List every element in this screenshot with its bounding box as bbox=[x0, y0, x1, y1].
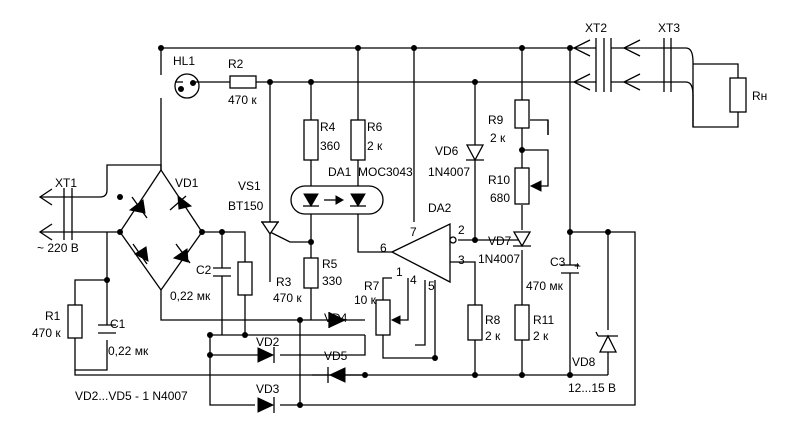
vd6-label: VD6 bbox=[435, 144, 459, 158]
r11-value: 2 к bbox=[533, 329, 549, 343]
r10-trimmer bbox=[514, 150, 549, 205]
r2-resistor bbox=[229, 75, 257, 89]
r1-resistor bbox=[67, 304, 83, 339]
r4-label: R4 bbox=[320, 120, 336, 134]
xt2-label: XT2 bbox=[585, 21, 607, 35]
c1-label: C1 bbox=[110, 317, 126, 331]
pin2-label: 2 bbox=[458, 223, 465, 237]
vd5-diode bbox=[327, 367, 365, 383]
pin3-label: 3 bbox=[458, 253, 465, 267]
r5-label: R5 bbox=[322, 257, 338, 271]
pin1-label: 1 bbox=[396, 265, 403, 279]
vd4-diode bbox=[328, 312, 365, 328]
da1-type: MOC3043 bbox=[358, 165, 413, 179]
da1-optocoupler bbox=[290, 185, 384, 215]
c3-plus: + bbox=[574, 259, 581, 273]
vd7-type: 1N4007 bbox=[478, 252, 520, 266]
vd7-diode bbox=[512, 231, 532, 248]
r10-label: R10 bbox=[488, 173, 510, 187]
labels: HL1 R2 470 к XT2 XT3 Rн R4 360 R6 2 к R9… bbox=[32, 21, 767, 403]
pin5-label: 5 bbox=[428, 279, 435, 293]
r5-resistor bbox=[303, 257, 319, 289]
xt2-connector bbox=[572, 38, 612, 92]
r6-resistor bbox=[350, 119, 366, 161]
c1-value: 0,22 мк bbox=[108, 344, 149, 358]
vd6-type: 1N4007 bbox=[428, 165, 470, 179]
vd2-diode bbox=[257, 347, 275, 363]
r7-label: R7 bbox=[364, 279, 380, 293]
r8-resistor bbox=[467, 304, 483, 341]
c3-label: C3 bbox=[550, 255, 566, 269]
vd3-diode bbox=[257, 397, 275, 413]
voltage-label: 12...15 В bbox=[568, 381, 616, 395]
r9-trimmer bbox=[514, 99, 549, 135]
c2-label: C2 bbox=[196, 263, 212, 277]
mains-label: ~ 220 В bbox=[37, 241, 79, 255]
r1-value: 470 к bbox=[32, 326, 61, 340]
r11-resistor bbox=[514, 304, 530, 341]
vd4-label: VD4 bbox=[324, 311, 348, 325]
c3-capacitor bbox=[561, 264, 579, 285]
r5-value: 330 bbox=[322, 274, 342, 288]
vd8-zener bbox=[595, 331, 618, 353]
r11-label: R11 bbox=[533, 313, 554, 327]
xt3-connector bbox=[622, 38, 672, 92]
r6-label: R6 bbox=[367, 120, 383, 134]
r7-value: 10 к bbox=[354, 293, 377, 307]
vd5-label: VD5 bbox=[324, 349, 348, 363]
vd6-diode bbox=[465, 144, 485, 162]
r4-value: 360 bbox=[320, 139, 340, 153]
r7-potentiometer bbox=[375, 299, 401, 336]
xt1-connector bbox=[38, 188, 73, 241]
vd2-label: VD2 bbox=[256, 335, 280, 349]
rn-load-resistor bbox=[729, 77, 747, 113]
r3-label: R3 bbox=[276, 275, 292, 289]
da1-label: DA1 bbox=[328, 165, 352, 179]
r8-label: R8 bbox=[485, 313, 501, 327]
pin4-label: 4 bbox=[410, 273, 417, 287]
r2-value: 470 к bbox=[228, 93, 257, 107]
xt3-label: XT3 bbox=[658, 21, 680, 35]
r3-value: 470 к bbox=[273, 291, 302, 305]
rn-label: Rн bbox=[752, 89, 767, 103]
xt1-label: XT1 bbox=[55, 176, 77, 190]
r9-label: R9 bbox=[488, 113, 504, 127]
da2-opamp bbox=[390, 222, 457, 284]
vd3-label: VD3 bbox=[256, 382, 280, 396]
r2-label: R2 bbox=[228, 57, 244, 71]
r10-value: 680 bbox=[490, 191, 510, 205]
r8-value: 2 к bbox=[485, 329, 501, 343]
vd8-label: VD8 bbox=[572, 355, 596, 369]
r6-value: 2 к bbox=[367, 139, 383, 153]
vd7-label: VD7 bbox=[488, 234, 512, 248]
r4-resistor bbox=[303, 119, 319, 161]
pin7-label: 7 bbox=[410, 225, 417, 239]
r1-label: R1 bbox=[45, 309, 61, 323]
r3-resistor bbox=[237, 261, 253, 296]
c2-value: 0,22 мк bbox=[170, 289, 211, 303]
pin6-label: 6 bbox=[380, 241, 387, 255]
vs1-triac bbox=[260, 221, 280, 236]
wiring bbox=[40, 47, 739, 406]
c1-capacitor bbox=[98, 324, 116, 334]
vs1-type: BT150 bbox=[228, 199, 264, 213]
hl1-lamp bbox=[174, 73, 200, 99]
hl1-label: HL1 bbox=[173, 54, 195, 68]
da2-label: DA2 bbox=[428, 201, 452, 215]
c3-value: 470 мк bbox=[526, 279, 564, 293]
c2-capacitor bbox=[213, 267, 231, 292]
r9-value: 2 к bbox=[490, 131, 506, 145]
vd1-diode-bridge bbox=[119, 168, 203, 292]
vs1-label: VS1 bbox=[238, 179, 261, 193]
vd1-label: VD1 bbox=[175, 176, 199, 190]
vd-note: VD2...VD5 - 1 N4007 bbox=[75, 389, 188, 403]
